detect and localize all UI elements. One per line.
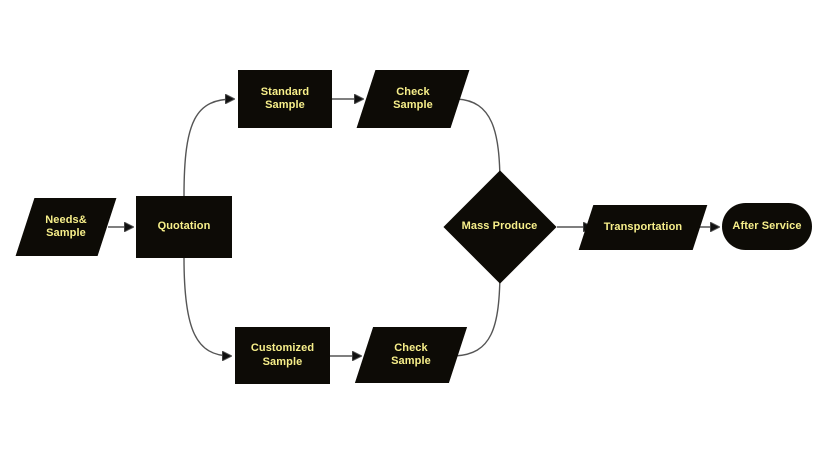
- node-mass-produce[interactable]: Mass Produce: [442, 170, 557, 284]
- node-check-sample-standard[interactable]: Check Sample: [356, 70, 470, 128]
- node-customized-sample[interactable]: Customized Sample: [235, 327, 330, 384]
- edge-quotation-to-customized: [183, 257, 231, 356]
- node-standard-sample[interactable]: Standard Sample: [238, 70, 332, 128]
- edge-quotation-to-standard: [183, 99, 234, 197]
- node-label-quotation: Quotation: [157, 220, 211, 233]
- node-check-sample-customized[interactable]: Check Sample: [354, 327, 468, 383]
- edge-check-to-mass-produce-bottom: [454, 268, 500, 357]
- node-label-needs-sample: Needs& Sample: [45, 213, 87, 239]
- node-after-service[interactable]: After Service: [722, 203, 812, 250]
- node-label-transportation: Transportation: [603, 220, 683, 233]
- node-label-check-sample-standard: Check Sample: [393, 85, 433, 111]
- node-label-standard-sample: Standard Sample: [260, 85, 310, 111]
- node-transportation[interactable]: Transportation: [578, 205, 708, 250]
- edge-check-to-mass-produce-top: [456, 98, 500, 186]
- node-needs-sample[interactable]: Needs& Sample: [15, 198, 117, 256]
- node-label-customized-sample: Customized Sample: [250, 342, 315, 368]
- node-label-mass-produce: Mass Produce: [461, 220, 538, 233]
- node-label-after-service: After Service: [732, 219, 802, 232]
- node-label-check-sample-customized: Check Sample: [391, 341, 431, 367]
- node-quotation[interactable]: Quotation: [136, 196, 232, 258]
